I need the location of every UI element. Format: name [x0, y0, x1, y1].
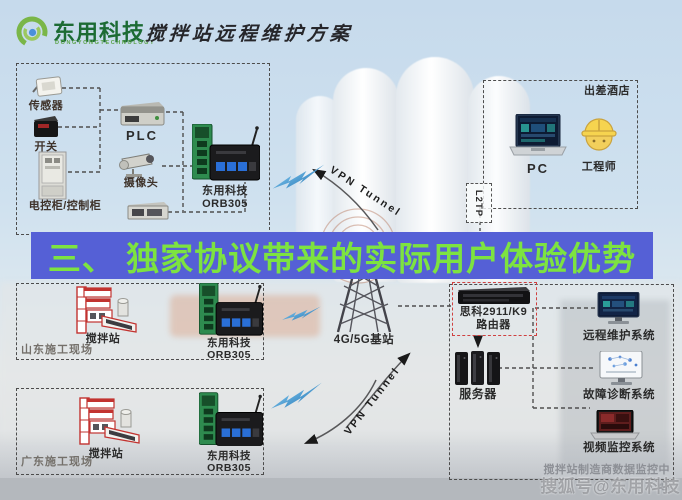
orb305-router-label: 东用科技 ORB305 [196, 337, 262, 361]
orb305-router-icon [199, 392, 263, 448]
router-model: ORB305 [207, 462, 251, 475]
page-title: 搅拌站远程维护方案 [145, 24, 354, 45]
industrial-pc-icon [126, 200, 170, 222]
camera-label: 摄像头 [123, 177, 159, 189]
camera-icon [117, 151, 163, 179]
sensor-label: 传感器 [28, 100, 64, 112]
remote-system-label: 远程维护系统 [583, 330, 655, 342]
shandong-site-label: 山东施工现场 [21, 344, 93, 356]
pc-label: PC [526, 161, 550, 176]
server-label: 服务器 [459, 387, 497, 401]
cisco-model: 思科2911/K9 [459, 306, 528, 318]
company-logo-icon [15, 15, 49, 49]
router-brand: 东用科技 [207, 450, 251, 462]
router-model: ORB305 [202, 197, 248, 210]
server-icon [455, 351, 501, 386]
engineer-label: 工程师 [581, 161, 617, 173]
hotel-title: 出差酒店 [584, 85, 630, 97]
tower-label: 4G/5G基站 [333, 334, 395, 346]
pc-laptop-icon [507, 114, 569, 160]
section-banner: 三、 独家协议带来的实际用户体验优势 [31, 232, 653, 279]
mixing-station-icon [74, 285, 140, 335]
remote-system-icon [596, 292, 641, 326]
orb305-router-icon [199, 283, 263, 337]
l2tp-tag: L2TP [466, 183, 492, 223]
l2tp-label: L2TP [473, 189, 485, 217]
cisco-router-label: 思科2911/K9 路由器 [452, 306, 535, 331]
router-model: ORB305 [207, 349, 251, 362]
mixing-station-icon [77, 394, 143, 448]
mixing-station-label: 搅拌站 [88, 448, 124, 460]
engineer-icon [580, 113, 618, 155]
brand-name: 东用科技 [53, 20, 146, 45]
video-system-label: 视频监控系统 [583, 442, 655, 454]
cabinet-label: 电控柜/控制柜 [28, 200, 102, 212]
router-brand: 东用科技 [207, 337, 251, 349]
datacenter-name: 搅拌站制造商数据监控中心 [543, 464, 670, 492]
orb305-router-icon [192, 124, 260, 182]
background-ground-band [0, 478, 682, 500]
shandong-site-box [16, 283, 264, 360]
hotel-box [483, 80, 638, 209]
video-system-icon [590, 410, 640, 442]
diagnosis-system-icon [598, 351, 644, 387]
mixing-station-label: 搅拌站 [85, 333, 121, 345]
plc-icon [117, 100, 167, 127]
diagnosis-system-label: 故障诊断系统 [583, 389, 655, 401]
watermark: 搜狐号@东用科技 [540, 477, 680, 496]
datacenter-box [449, 284, 674, 480]
orb305-router-label: 东用科技 ORB305 [192, 185, 258, 210]
plc-label: PLC [126, 128, 158, 143]
cisco-router-box [452, 282, 537, 336]
guangdong-site-box [16, 388, 264, 475]
router-brand: 东用科技 [202, 185, 248, 197]
cisco-type: 路由器 [476, 318, 511, 331]
switch-label: 开关 [34, 141, 58, 153]
guangdong-site-label: 广东施工现场 [21, 456, 93, 468]
switch-icon [31, 114, 61, 140]
brand-subtitle: DONGYONGTECHNOLOGY [55, 40, 156, 46]
orb305-router-label: 东用科技 ORB305 [196, 450, 262, 474]
cisco-router-icon [456, 286, 531, 305]
section-banner-text: 三、 独家协议带来的实际用户体验优势 [47, 239, 637, 277]
control-cabinet-icon [38, 151, 68, 201]
sensor-icon [28, 72, 64, 100]
